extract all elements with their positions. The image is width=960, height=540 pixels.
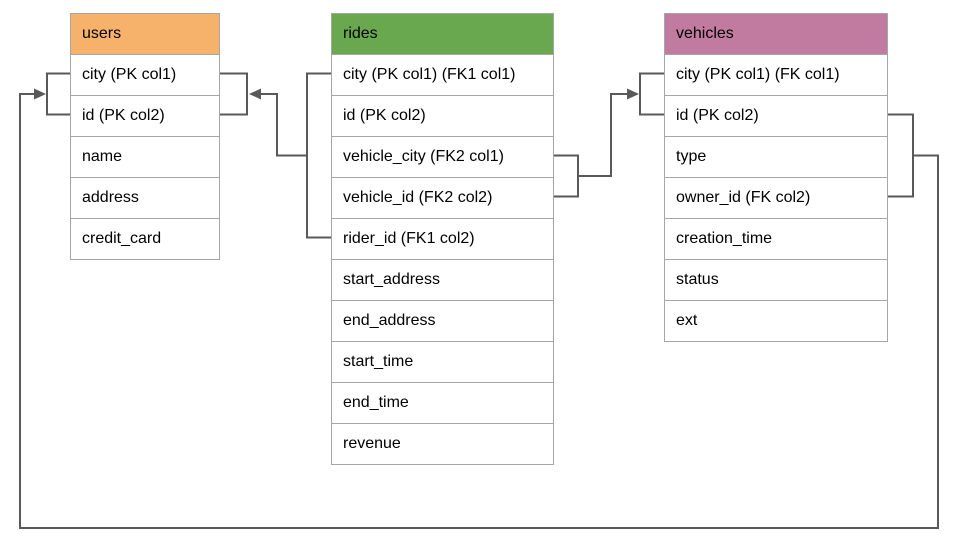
table-users-row-id: id (PK col2) <box>71 95 219 136</box>
table-vehicles-row-owner-id: owner_id (FK col2) <box>665 177 887 218</box>
table-users-row-address: address <box>71 177 219 218</box>
table-vehicles-row-id: id (PK col2) <box>665 95 887 136</box>
arrowhead-rides-to-vehicles <box>627 88 639 100</box>
bracket-users-pk-right <box>219 72 248 116</box>
table-rides-row-start-time: start_time <box>332 341 553 382</box>
bracket-rides-fk2-right <box>553 154 579 198</box>
bracket-vehicles-pk-left <box>639 72 665 116</box>
table-rides-row-revenue: revenue <box>332 423 553 464</box>
table-rides-row-start-address: start_address <box>332 259 553 300</box>
table-vehicles-row-city: city (PK col1) (FK col1) <box>665 54 887 95</box>
table-users-row-credit-card: credit_card <box>71 218 219 259</box>
table-users-row-city: city (PK col1) <box>71 54 219 95</box>
table-rides-header: rides <box>332 14 553 54</box>
table-rides-row-end-time: end_time <box>332 382 553 423</box>
bracket-vehicles-fk-right <box>887 113 914 198</box>
connector-rides-to-vehicles <box>553 72 665 198</box>
table-vehicles-row-status: status <box>665 259 887 300</box>
table-rides: rides city (PK col1) (FK1 col1) id (PK c… <box>331 13 554 465</box>
table-rides-row-id: id (PK col2) <box>332 95 553 136</box>
table-rides-row-vehicle-city: vehicle_city (FK2 col1) <box>332 136 553 177</box>
line-rides-to-users <box>261 93 308 157</box>
table-users-row-name: name <box>71 136 219 177</box>
arrowhead-vehicles-to-users <box>34 88 46 100</box>
table-vehicles: vehicles city (PK col1) (FK col1) id (PK… <box>664 13 888 342</box>
table-rides-row-city: city (PK col1) (FK1 col1) <box>332 54 553 95</box>
arrowhead-rides-to-users <box>249 88 261 100</box>
table-vehicles-row-type: type <box>665 136 887 177</box>
bracket-rides-fk1-left <box>306 72 332 239</box>
table-vehicles-row-ext: ext <box>665 300 887 341</box>
table-vehicles-row-creation-time: creation_time <box>665 218 887 259</box>
table-users: users city (PK col1) id (PK col2) name a… <box>70 13 220 260</box>
table-users-header: users <box>71 14 219 54</box>
table-rides-row-end-address: end_address <box>332 300 553 341</box>
table-vehicles-header: vehicles <box>665 14 887 54</box>
bracket-users-pk-left <box>46 72 71 116</box>
table-rides-row-rider-id: rider_id (FK1 col2) <box>332 218 553 259</box>
table-rides-row-vehicle-id: vehicle_id (FK2 col2) <box>332 177 553 218</box>
line-rides-to-vehicles <box>577 93 629 177</box>
connector-rides-to-users <box>219 72 332 239</box>
